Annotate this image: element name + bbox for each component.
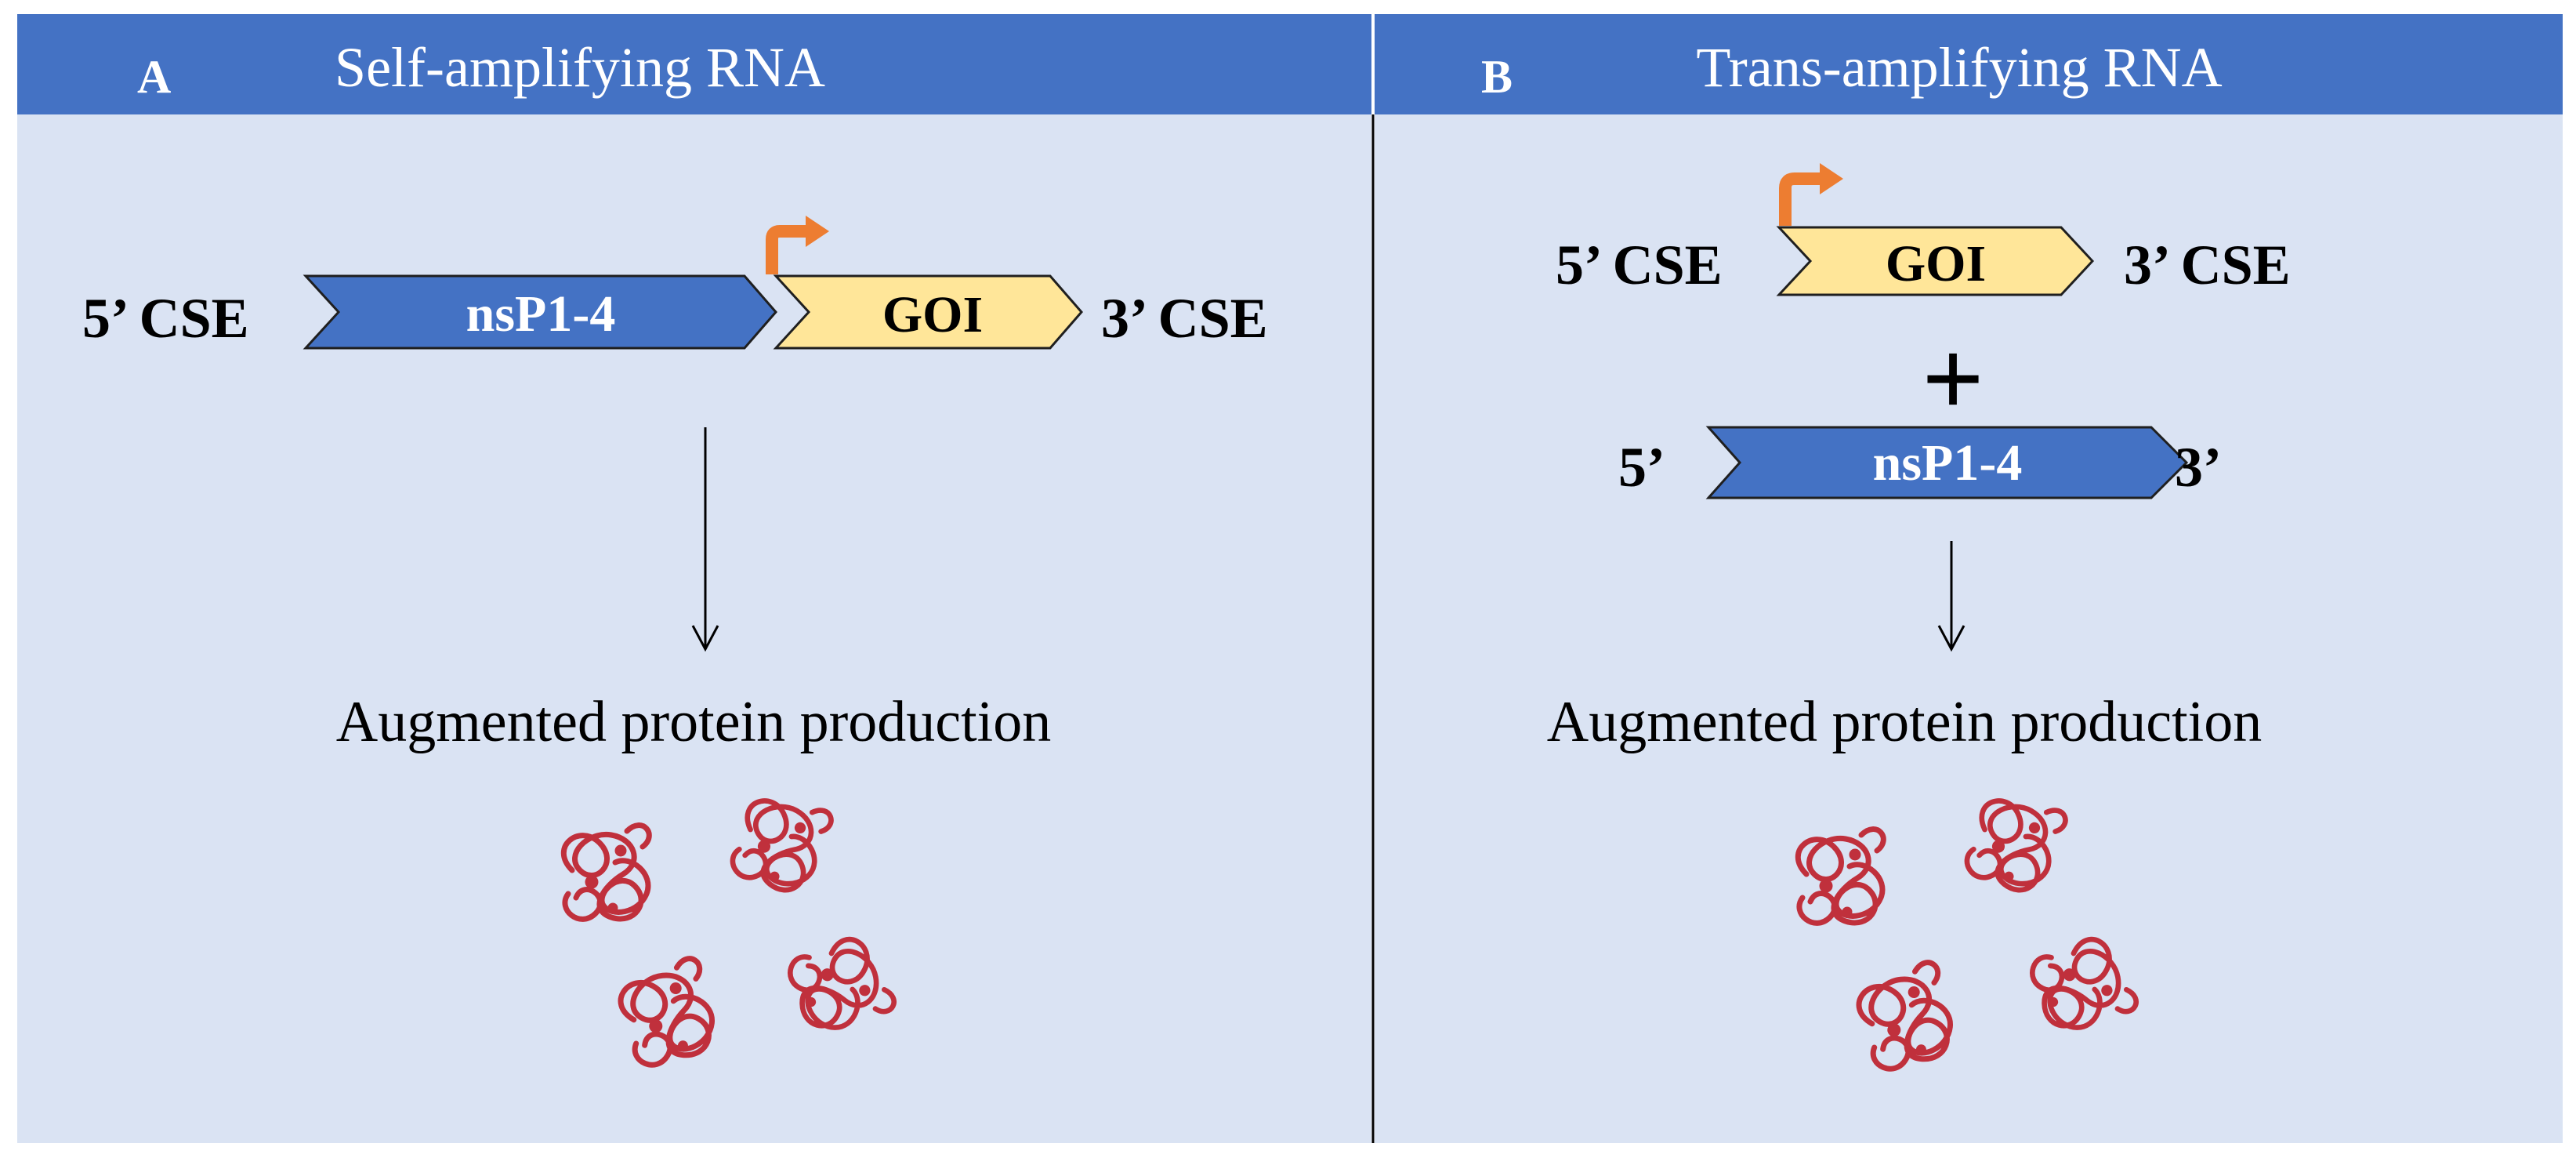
goi-gene-segment: [773, 274, 1083, 350]
promoter-arrow-icon: [766, 225, 807, 274]
panel-a-title: Self-amplifying RNA: [335, 36, 825, 99]
nsp-construct-5prime-label: 5’: [1618, 436, 1665, 499]
panel-b-background: [1375, 14, 2563, 1143]
panel-b-title: Trans-amplifying RNA: [1696, 36, 2222, 99]
down-arrowhead-icon: [691, 625, 719, 652]
plus-sign: +: [1922, 318, 1984, 440]
panel-b-header: [1375, 14, 2563, 114]
promoter-arrow-icon: [1779, 172, 1822, 226]
construct-3prime-label: 3’ CSE: [1101, 287, 1268, 350]
nsp-construct-3prime-label: 3’: [2175, 436, 2222, 499]
nsp-gene-segment: [303, 274, 777, 350]
goi-construct-5prime-label: 5’ CSE: [1556, 234, 1723, 296]
panel-a: A Self-amplifying RNA 5’ CSE nsP1-4 GOI …: [17, 14, 1371, 1143]
result-label: Augmented protein production: [336, 690, 1051, 754]
construct-5prime-label: 5’ CSE: [82, 287, 249, 350]
nsp-gene-label: nsP1-4: [1873, 434, 2023, 492]
goi-construct-3prime-label: 3’ CSE: [2124, 234, 2291, 296]
promoter-arrowhead-icon: [806, 216, 829, 247]
panel-a-header: [17, 14, 1371, 114]
result-label: Augmented protein production: [1547, 690, 2262, 754]
goi-gene-label: GOI: [882, 286, 983, 343]
nsp-gene-label: nsP1-4: [466, 285, 616, 343]
goi-gene-label: GOI: [1886, 235, 1986, 292]
panel-a-letter: A: [137, 51, 171, 103]
panel-a-background: [17, 14, 1371, 1143]
down-arrowhead-icon: [1937, 625, 1966, 652]
panel-b: B Trans-amplifying RNA 5’ CSE GOI 3’ CSE…: [1375, 14, 2563, 1143]
goi-gene-segment: [1776, 226, 2095, 296]
panel-b-letter: B: [1481, 51, 1513, 103]
promoter-arrowhead-icon: [1820, 163, 1843, 194]
nsp-gene-segment: [1705, 426, 2189, 499]
